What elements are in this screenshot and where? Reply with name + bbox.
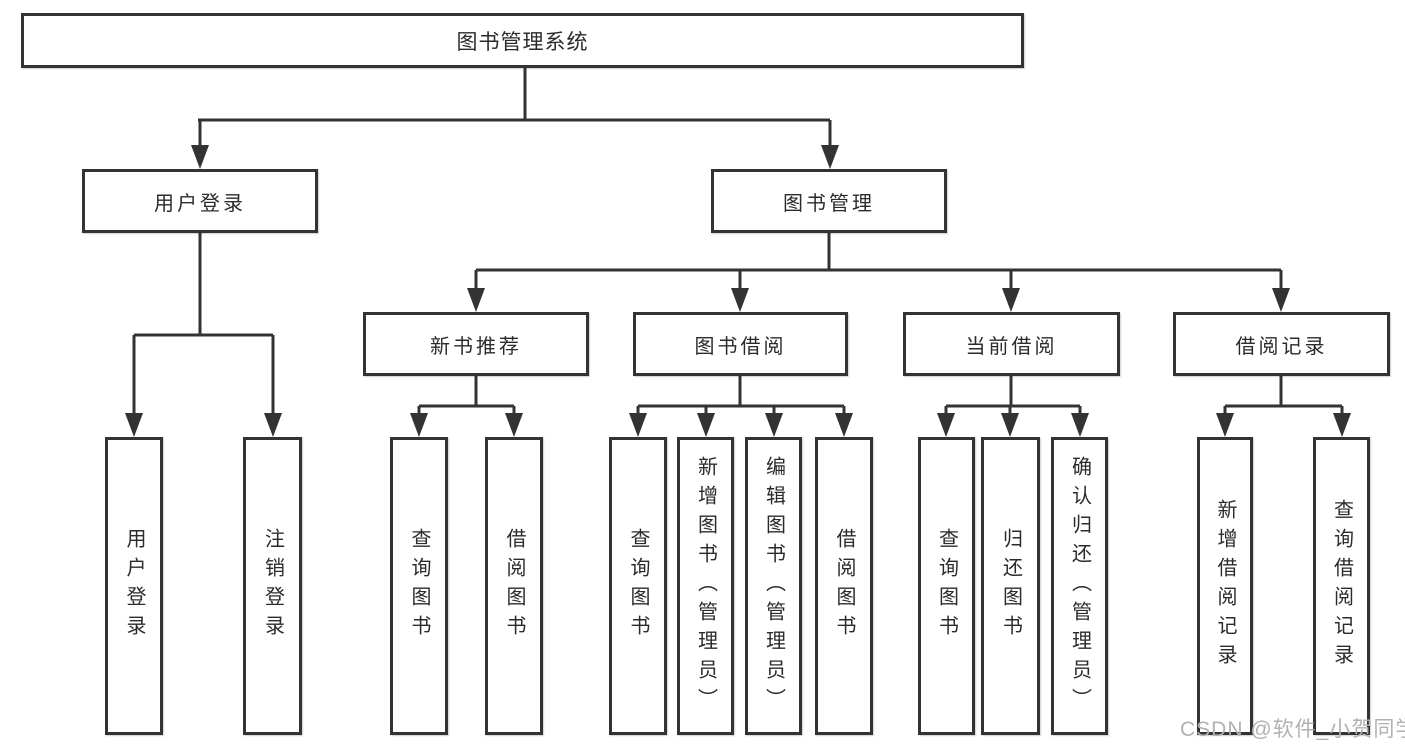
- arrowheads: [125, 145, 1351, 437]
- csdn-watermark: CSDN @软件_小贺同学: [1180, 718, 1405, 741]
- leaf-user-login: 用户登录: [105, 437, 163, 735]
- leaf-query-books-borrow: 查询图书: [609, 437, 667, 735]
- node-borrow-records: 借阅记录: [1173, 312, 1390, 376]
- node-new-book-recommend: 新书推荐: [363, 312, 589, 376]
- node-user-login: 用户登录: [82, 169, 318, 233]
- leaf-query-borrow-record: 查询借阅记录: [1313, 437, 1370, 735]
- leaf-add-borrow-record: 新增借阅记录: [1197, 437, 1253, 735]
- leaf-add-books-admin: 新增图书（管理员）: [677, 437, 734, 735]
- connector-strokes: [132, 68, 1344, 414]
- node-root-system: 图书管理系统: [21, 13, 1024, 68]
- node-book-borrow: 图书借阅: [633, 312, 848, 376]
- leaf-edit-books-admin: 编辑图书（管理员）: [745, 437, 802, 735]
- leaf-return-books: 归还图书: [981, 437, 1040, 735]
- leaf-confirm-return-admin: 确认归还（管理员）: [1051, 437, 1108, 735]
- leaf-query-books-current: 查询图书: [918, 437, 975, 735]
- node-book-management: 图书管理: [711, 169, 947, 233]
- leaf-query-books-recommend: 查询图书: [390, 437, 448, 735]
- leaf-borrow-books: 借阅图书: [815, 437, 873, 735]
- node-current-borrow: 当前借阅: [903, 312, 1120, 376]
- leaf-borrow-books-recommend: 借阅图书: [485, 437, 543, 735]
- leaf-logout: 注销登录: [243, 437, 302, 735]
